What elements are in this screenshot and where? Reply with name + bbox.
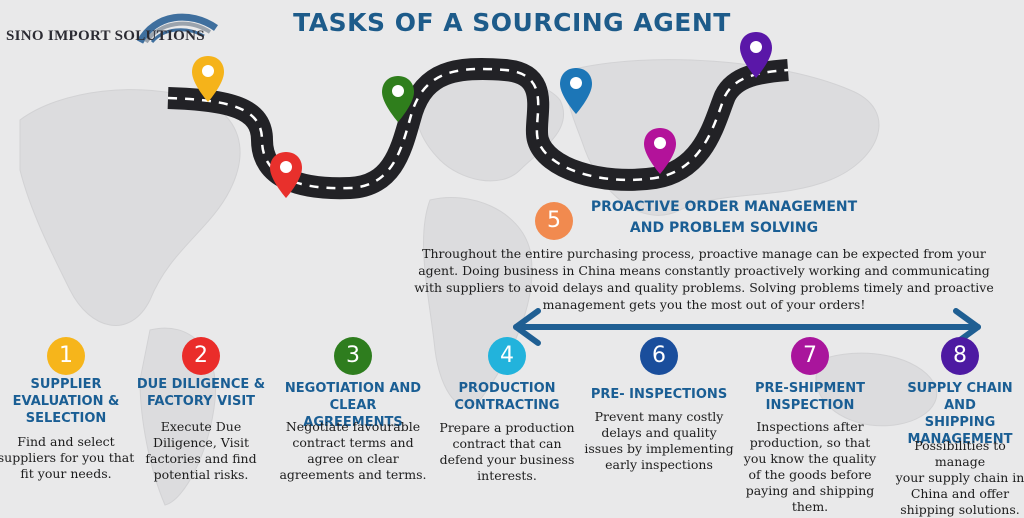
step-5-number-badge: 5 — [535, 202, 573, 240]
pin-2 — [270, 152, 302, 198]
step-6-title: PRE- INSPECTIONS — [590, 387, 728, 402]
map-pin-icon — [740, 32, 772, 78]
step-2-number-badge: 2 — [182, 337, 220, 375]
step-1-number-badge: 1 — [47, 337, 85, 375]
map-pin-icon — [192, 56, 224, 102]
pin-4 — [560, 68, 592, 114]
map-pin-icon — [560, 68, 592, 114]
map-pin-icon — [270, 152, 302, 198]
pin-3 — [382, 76, 414, 122]
pin-5 — [644, 128, 676, 174]
logo-arc-icon — [136, 13, 218, 44]
page-title: TASKS OF A SOURCING AGENT — [293, 8, 731, 37]
step-7-number-badge: 7 — [791, 337, 829, 375]
step-3-number-badge: 3 — [334, 337, 372, 375]
step-8-number-badge: 8 — [941, 337, 979, 375]
step-5-description: Throughout the entire purchasing process… — [414, 246, 994, 312]
double-arrow-icon — [513, 308, 981, 346]
map-pin-icon — [644, 128, 676, 174]
step-5-title: PROACTIVE ORDER MANAGEMENT AND PROBLEM S… — [590, 199, 858, 236]
map-pin-icon — [382, 76, 414, 122]
pin-1 — [192, 56, 224, 102]
step-2-title: DUE DILIGENCE &FACTORY VISIT — [136, 377, 266, 409]
step-6-number-badge: 6 — [640, 337, 678, 375]
step-4-number-badge: 4 — [488, 337, 526, 375]
pin-6 — [740, 32, 772, 78]
brand-name: SINO IMPORT SOLUTIONS — [6, 28, 205, 44]
